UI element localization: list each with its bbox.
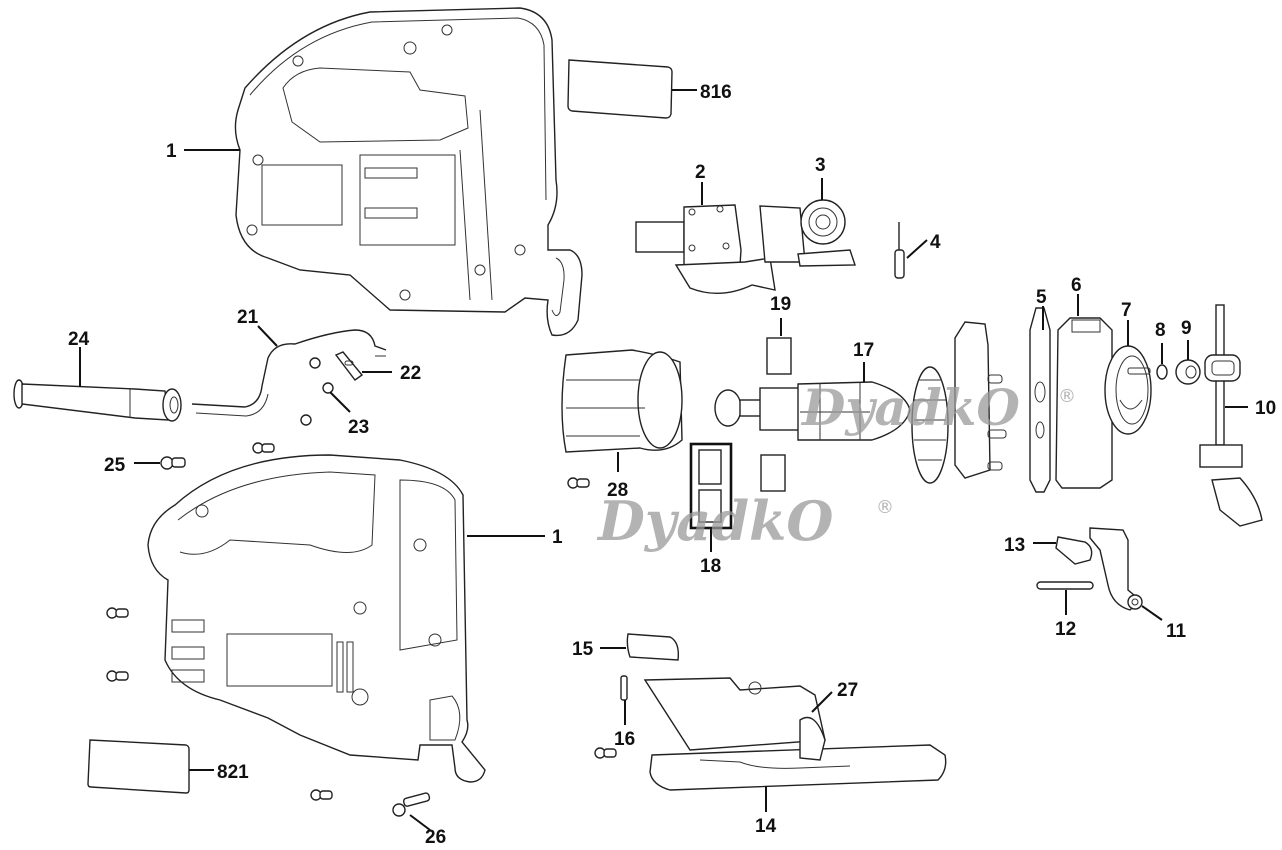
callout-label: 22	[400, 363, 421, 384]
callout-label: 13	[1004, 535, 1025, 556]
bevel-adjust-assembly: 27	[643, 677, 858, 761]
cord-wire: 21	[191, 307, 387, 417]
callout-label: 17	[853, 340, 874, 361]
callout-label: 26	[425, 827, 446, 848]
clamp-screws: 23	[300, 357, 369, 438]
callout-label: 4	[930, 232, 941, 253]
field-stator: 28	[561, 349, 683, 501]
housing-half-left	[234, 7, 583, 337]
svg-text:DyadkO: DyadkO	[800, 378, 1020, 437]
svg-text:®: ®	[1058, 386, 1076, 407]
callout-label: 19	[770, 294, 791, 315]
callout-label: 16	[614, 729, 635, 750]
bearing: 9	[1175, 318, 1201, 385]
armature: 17	[714, 340, 911, 441]
callout-label: 14	[755, 816, 777, 837]
svg-text:DyadkO: DyadkO	[596, 489, 833, 553]
callout-label: 8	[1155, 320, 1166, 341]
switch: 2	[635, 162, 776, 295]
shoe-cap: 15	[572, 633, 680, 661]
watermark-center: DyadkO ®	[596, 489, 894, 553]
callout-label: 10	[1255, 398, 1276, 419]
callout-label: 3	[815, 155, 826, 176]
callout-label: 6	[1071, 275, 1082, 296]
washer: 8	[1155, 320, 1168, 380]
roller-guide: 11	[1089, 527, 1187, 642]
callout-label: 12	[1055, 619, 1076, 640]
callout-label: 816	[700, 82, 732, 103]
cord-protector: 24	[13, 329, 182, 422]
rivet: 16	[614, 675, 635, 750]
cord-clamp: 22	[334, 351, 421, 384]
callout-label: 1	[552, 527, 563, 548]
fan-and-bearing-plate	[911, 321, 1007, 484]
callout-label: 7	[1121, 300, 1132, 321]
eccentric-gear: 7	[1104, 300, 1152, 435]
callout-label: 9	[1181, 318, 1192, 339]
long-screw: 26	[392, 792, 446, 848]
speed-control-dial: 3	[759, 155, 856, 267]
gear-housing: 6	[1055, 275, 1113, 489]
callout-1-top: 1	[166, 141, 240, 162]
callout-label: 21	[237, 307, 259, 328]
shoe-base: 14	[649, 744, 947, 837]
housing-screw: 25	[104, 455, 186, 476]
pin: 4	[894, 222, 941, 279]
callout-label: 18	[700, 556, 721, 577]
callout-label: 27	[837, 680, 858, 701]
plunger-assembly: 10	[1199, 304, 1276, 527]
brush-set: 18	[689, 442, 733, 577]
callout-label: 28	[607, 480, 628, 501]
callout-label: 24	[68, 329, 90, 350]
housing-half-right: 1	[147, 454, 563, 783]
brush-holder: 19	[760, 294, 792, 492]
svg-text:®: ®	[876, 497, 894, 518]
callout-label: 1	[166, 141, 177, 162]
gasket-plate: 5	[1029, 287, 1051, 493]
label-plate-bottom: 821	[87, 739, 249, 794]
orbital-lever: 13	[1004, 535, 1093, 565]
callout-label: 15	[572, 639, 594, 660]
callout-label: 2	[695, 162, 706, 183]
watermark-upper: DyadkO ®	[800, 378, 1076, 437]
callout-label: 11	[1166, 621, 1187, 642]
callout-label: 25	[104, 455, 126, 476]
pivot-pin: 12	[1036, 581, 1094, 640]
label-plate-top: 816	[567, 59, 732, 119]
callout-label: 5	[1036, 287, 1047, 308]
callout-label: 821	[217, 762, 249, 783]
callout-label: 23	[348, 417, 369, 438]
